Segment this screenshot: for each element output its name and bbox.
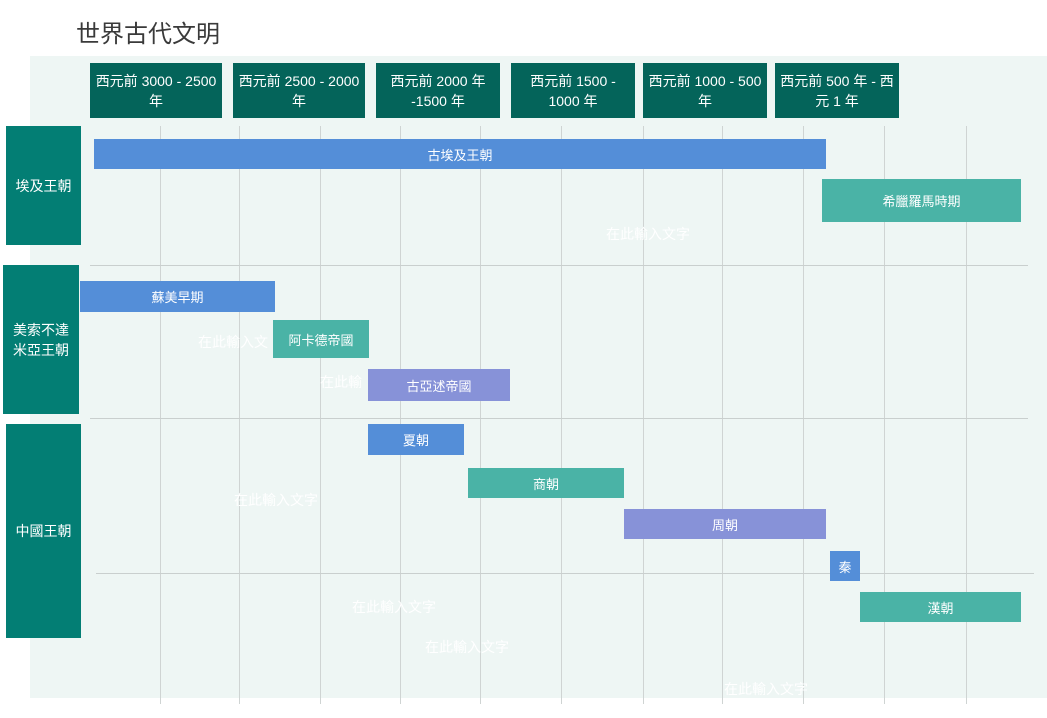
bar-old-assyrian[interactable]: 古亞述帝國 [368,369,510,401]
grid-line [160,126,161,704]
grid-line [480,126,481,704]
placeholder-text[interactable]: 在此輸入文 [198,334,268,350]
period-header[interactable]: 西元前 1500 - 1000 年 [511,63,635,118]
row-separator [96,573,1034,574]
group-label-mesopotamia[interactable]: 美索不達米亞王朝 [3,265,79,414]
grid-line [561,126,562,704]
placeholder-text[interactable]: 在此輸入文字 [606,226,690,242]
period-header[interactable]: 西元前 3000 - 2500 年 [90,63,222,118]
bar-zhou[interactable]: 周朝 [624,509,826,539]
grid-line [803,126,804,704]
bar-greco-roman[interactable]: 希臘羅馬時期 [822,179,1021,222]
placeholder-text[interactable]: 在此輸 [320,374,362,390]
bar-early-sumer[interactable]: 蘇美早期 [80,281,275,312]
bar-xia[interactable]: 夏朝 [368,424,464,455]
grid-line [320,126,321,704]
grid-line [722,126,723,704]
group-label-china[interactable]: 中國王朝 [6,424,81,638]
grid-line [966,126,967,704]
placeholder-text[interactable]: 在此輸入文字 [234,492,318,508]
placeholder-text[interactable]: 在此輸入文字 [425,639,509,655]
grid-line [400,126,401,704]
period-header[interactable]: 西元前 500 年 - 西元 1 年 [775,63,899,118]
placeholder-text[interactable]: 在此輸入文字 [724,681,808,697]
placeholder-text[interactable]: 在此輸入文字 [352,599,436,615]
bar-qin[interactable]: 秦 [830,551,860,581]
bar-ancient-egypt[interactable]: 古埃及王朝 [94,139,826,169]
row-separator [90,418,1028,419]
period-header[interactable]: 西元前 2500 - 2000 年 [233,63,365,118]
group-label-egypt[interactable]: 埃及王朝 [6,126,81,245]
period-header[interactable]: 西元前 2000 年 -1500 年 [376,63,500,118]
period-header[interactable]: 西元前 1000 - 500 年 [643,63,767,118]
grid-line [239,126,240,704]
bar-akkadian-empire[interactable]: 阿卡德帝國 [273,320,369,358]
page-title: 世界古代文明 [76,21,220,48]
row-separator [90,265,1028,266]
bar-shang[interactable]: 商朝 [468,468,624,498]
grid-line [643,126,644,704]
grid-line [884,126,885,704]
bar-han[interactable]: 漢朝 [860,592,1021,622]
